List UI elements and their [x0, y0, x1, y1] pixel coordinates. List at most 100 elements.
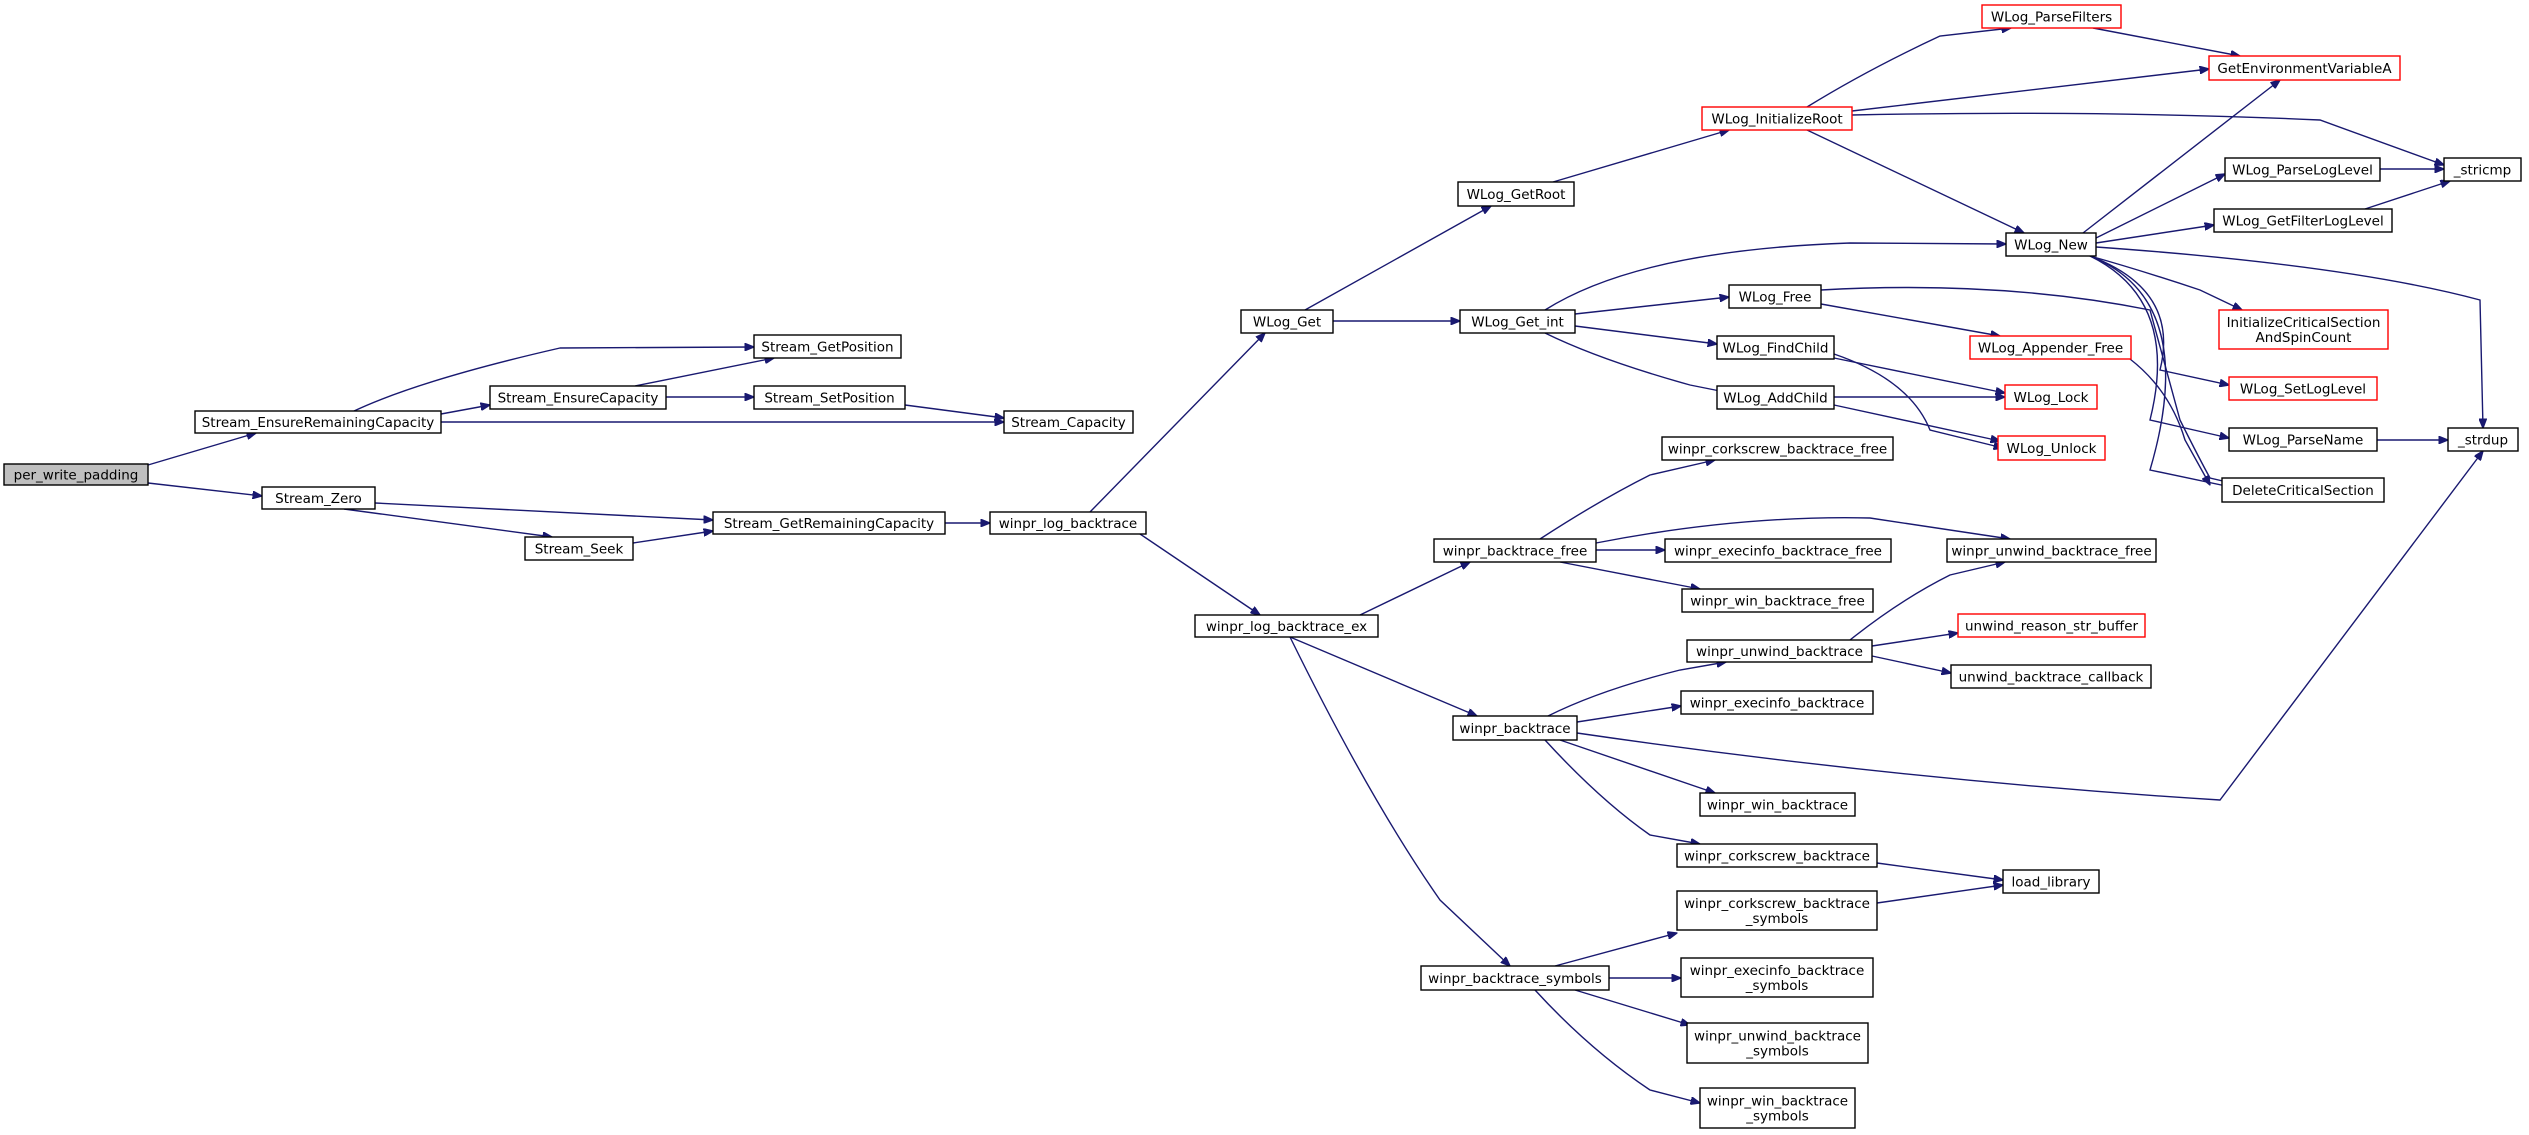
edge-winpr_backtrace-to-winpr_unwind_backtrace — [1547, 662, 1726, 717]
node-WLog_Unlock[interactable]: WLog_Unlock — [1997, 435, 2106, 461]
node-box — [2224, 157, 2381, 182]
node-label: InitializeCriticalSection — [2227, 315, 2381, 331]
edge-WLog_New-to-WLog_SetLogLevel — [2089, 255, 2229, 385]
node-winpr_corkscrew_backtrace[interactable]: winpr_corkscrew_backtrace — [1676, 843, 1878, 868]
node-WLog_SetLogLevel[interactable]: WLog_SetLogLevel — [2228, 376, 2378, 401]
node-winpr_corkscrew_backtrace_free[interactable]: winpr_corkscrew_backtrace_free — [1661, 436, 1894, 461]
node-winpr_backtrace_free[interactable]: winpr_backtrace_free — [1433, 538, 1597, 563]
edge-line — [440, 405, 490, 415]
edge-line — [2089, 255, 2242, 310]
node-winpr_corkscrew_backtrace_symbols[interactable]: winpr_corkscrew_backtrace_symbols — [1676, 890, 1878, 931]
node-Stream_Seek[interactable]: Stream_Seek — [524, 536, 634, 561]
node-label: WLog_Get_int — [1471, 314, 1564, 330]
node-box — [2208, 55, 2401, 81]
node-winpr_log_backtrace[interactable]: winpr_log_backtrace — [989, 511, 1147, 535]
node-unwind_reason_str_buffer[interactable]: unwind_reason_str_buffer — [1957, 613, 2146, 638]
node-Stream_Capacity[interactable]: Stream_Capacity — [1003, 410, 1134, 434]
node-_strdup[interactable]: _strdup — [2447, 427, 2519, 452]
node-load_library[interactable]: load_library — [2002, 869, 2100, 894]
node-box — [753, 385, 906, 410]
edge-line — [1820, 303, 2000, 336]
node-box — [2004, 384, 2098, 410]
node-winpr_unwind_backtrace[interactable]: winpr_unwind_backtrace — [1686, 639, 1873, 663]
edge-line — [1576, 706, 1681, 723]
node-WLog_Get_int[interactable]: WLog_Get_int — [1459, 309, 1576, 334]
node-WLog_ParseName[interactable]: WLog_ParseName — [2228, 427, 2378, 452]
node-Stream_Zero[interactable]: Stream_Zero — [261, 486, 376, 510]
node-winpr_execinfo_backtrace_free[interactable]: winpr_execinfo_backtrace_free — [1664, 538, 1892, 563]
edge-WLog_Appender_Free-to-DeleteCriticalSection — [2129, 358, 2210, 485]
node-Stream_GetPosition[interactable]: Stream_GetPosition — [753, 334, 902, 359]
node-WLog_ParseFilters[interactable]: WLog_ParseFilters — [1981, 4, 2122, 29]
node-label: AndSpinCount — [2256, 330, 2352, 346]
node-box — [1946, 538, 2157, 563]
node-winpr_unwind_backtrace_symbols[interactable]: winpr_unwind_backtrace_symbols — [1686, 1022, 1869, 1064]
node-label: winpr_backtrace — [1459, 721, 1570, 737]
node-WLog_AddChild[interactable]: WLog_AddChild — [1716, 385, 1835, 410]
node-Stream_SetPosition[interactable]: Stream_SetPosition — [753, 385, 906, 410]
node-WLog_New[interactable]: WLog_New — [2005, 232, 2097, 257]
edge-WLog_New-to-WLog_ParseLogLevel — [2095, 174, 2225, 239]
edge-WLog_GetFilterLogLevel-to-_stricmp — [2364, 181, 2450, 210]
node-winpr_backtrace_symbols[interactable]: winpr_backtrace_symbols — [1420, 965, 1610, 991]
node-WLog_GetRoot[interactable]: WLog_GetRoot — [1457, 181, 1575, 207]
node-winpr_log_backtrace_ex[interactable]: winpr_log_backtrace_ex — [1194, 614, 1379, 638]
edge-WLog_New-to-GetEnvironmentVariableA — [2082, 80, 2280, 234]
edge-line — [2095, 174, 2225, 239]
node-_stricmp[interactable]: _stricmp — [2443, 157, 2522, 182]
node-box — [1676, 843, 1878, 868]
node-box — [1957, 613, 2146, 638]
node-Stream_EnsureCapacity[interactable]: Stream_EnsureCapacity — [489, 385, 667, 410]
node-label: winpr_log_backtrace_ex — [1206, 619, 1367, 635]
node-WLog_FindChild[interactable]: WLog_FindChild — [1716, 335, 1835, 360]
node-box — [261, 486, 376, 510]
edge-line — [1544, 243, 2006, 311]
edge-WLog_Free-to-WLog_Appender_Free — [1820, 303, 2000, 336]
node-WLog_Get[interactable]: WLog_Get — [1240, 309, 1334, 334]
node-WLog_ParseLogLevel[interactable]: WLog_ParseLogLevel — [2224, 157, 2381, 182]
node-box — [2443, 157, 2522, 182]
node-winpr_backtrace[interactable]: winpr_backtrace — [1452, 715, 1578, 741]
edge-Stream_EnsureCapacity-to-Stream_GetPosition — [634, 358, 774, 387]
edge-winpr_unwind_backtrace-to-winpr_unwind_backtrace_free — [1849, 562, 2005, 641]
node-label: DeleteCriticalSection — [2232, 483, 2374, 499]
node-Stream_GetRemainingCapacity[interactable]: Stream_GetRemainingCapacity — [712, 511, 946, 535]
node-box — [1452, 715, 1578, 741]
node-label: winpr_win_backtrace_free — [1690, 593, 1865, 609]
node-GetEnvironmentVariableA[interactable]: GetEnvironmentVariableA — [2208, 55, 2401, 81]
node-per_write_padding[interactable]: per_write_padding — [3, 463, 149, 486]
edge-line — [1833, 353, 2003, 448]
node-WLog_Lock[interactable]: WLog_Lock — [2004, 384, 2098, 410]
node-DeleteCriticalSection[interactable]: DeleteCriticalSection — [2221, 477, 2385, 503]
edge-line — [1534, 989, 1700, 1103]
node-winpr_win_backtrace[interactable]: winpr_win_backtrace — [1699, 792, 1856, 817]
node-unwind_backtrace_callback[interactable]: unwind_backtrace_callback — [1950, 664, 2152, 689]
node-winpr_execinfo_backtrace_symbols[interactable]: winpr_execinfo_backtrace_symbols — [1680, 957, 1874, 998]
edge-WLog_Get_int-to-WLog_AddChild — [1544, 332, 1730, 393]
edge-line — [1304, 206, 1491, 311]
node-WLog_GetFilterLogLevel[interactable]: WLog_GetFilterLogLevel — [2213, 208, 2393, 233]
node-winpr_execinfo_backtrace[interactable]: winpr_execinfo_backtrace — [1680, 690, 1874, 715]
node-box — [2447, 427, 2519, 452]
node-label: winpr_win_backtrace — [1707, 1093, 1848, 1109]
node-Stream_EnsureRemainingCapacity[interactable]: Stream_EnsureRemainingCapacity — [194, 410, 442, 434]
node-box — [1240, 309, 1334, 334]
node-label: Stream_GetRemainingCapacity — [724, 516, 934, 532]
node-winpr_win_backtrace_free[interactable]: winpr_win_backtrace_free — [1681, 588, 1874, 613]
node-winpr_unwind_backtrace_free[interactable]: winpr_unwind_backtrace_free — [1946, 538, 2157, 563]
node-label: Stream_SetPosition — [764, 390, 894, 406]
node-WLog_Free[interactable]: WLog_Free — [1728, 284, 1822, 309]
edge-line — [1574, 325, 1717, 344]
node-box — [2002, 869, 2100, 894]
node-WLog_Appender_Free[interactable]: WLog_Appender_Free — [1969, 335, 2132, 360]
node-box — [1686, 639, 1873, 663]
node-label: winpr_unwind_backtrace_free — [1951, 543, 2151, 559]
node-WLog_InitializeRoot[interactable]: WLog_InitializeRoot — [1701, 106, 1853, 131]
node-winpr_win_backtrace_symbols[interactable]: winpr_win_backtrace_symbols — [1699, 1087, 1856, 1129]
node-label: WLog_ParseLogLevel — [2232, 162, 2373, 178]
node-box — [2221, 477, 2385, 503]
node-label: WLog_Get — [1253, 314, 1321, 330]
edge-per_write_padding-to-Stream_EnsureRemainingCapacity — [147, 433, 256, 466]
edge-winpr_backtrace_free-to-winpr_corkscrew_backtrace_free — [1539, 460, 1715, 540]
